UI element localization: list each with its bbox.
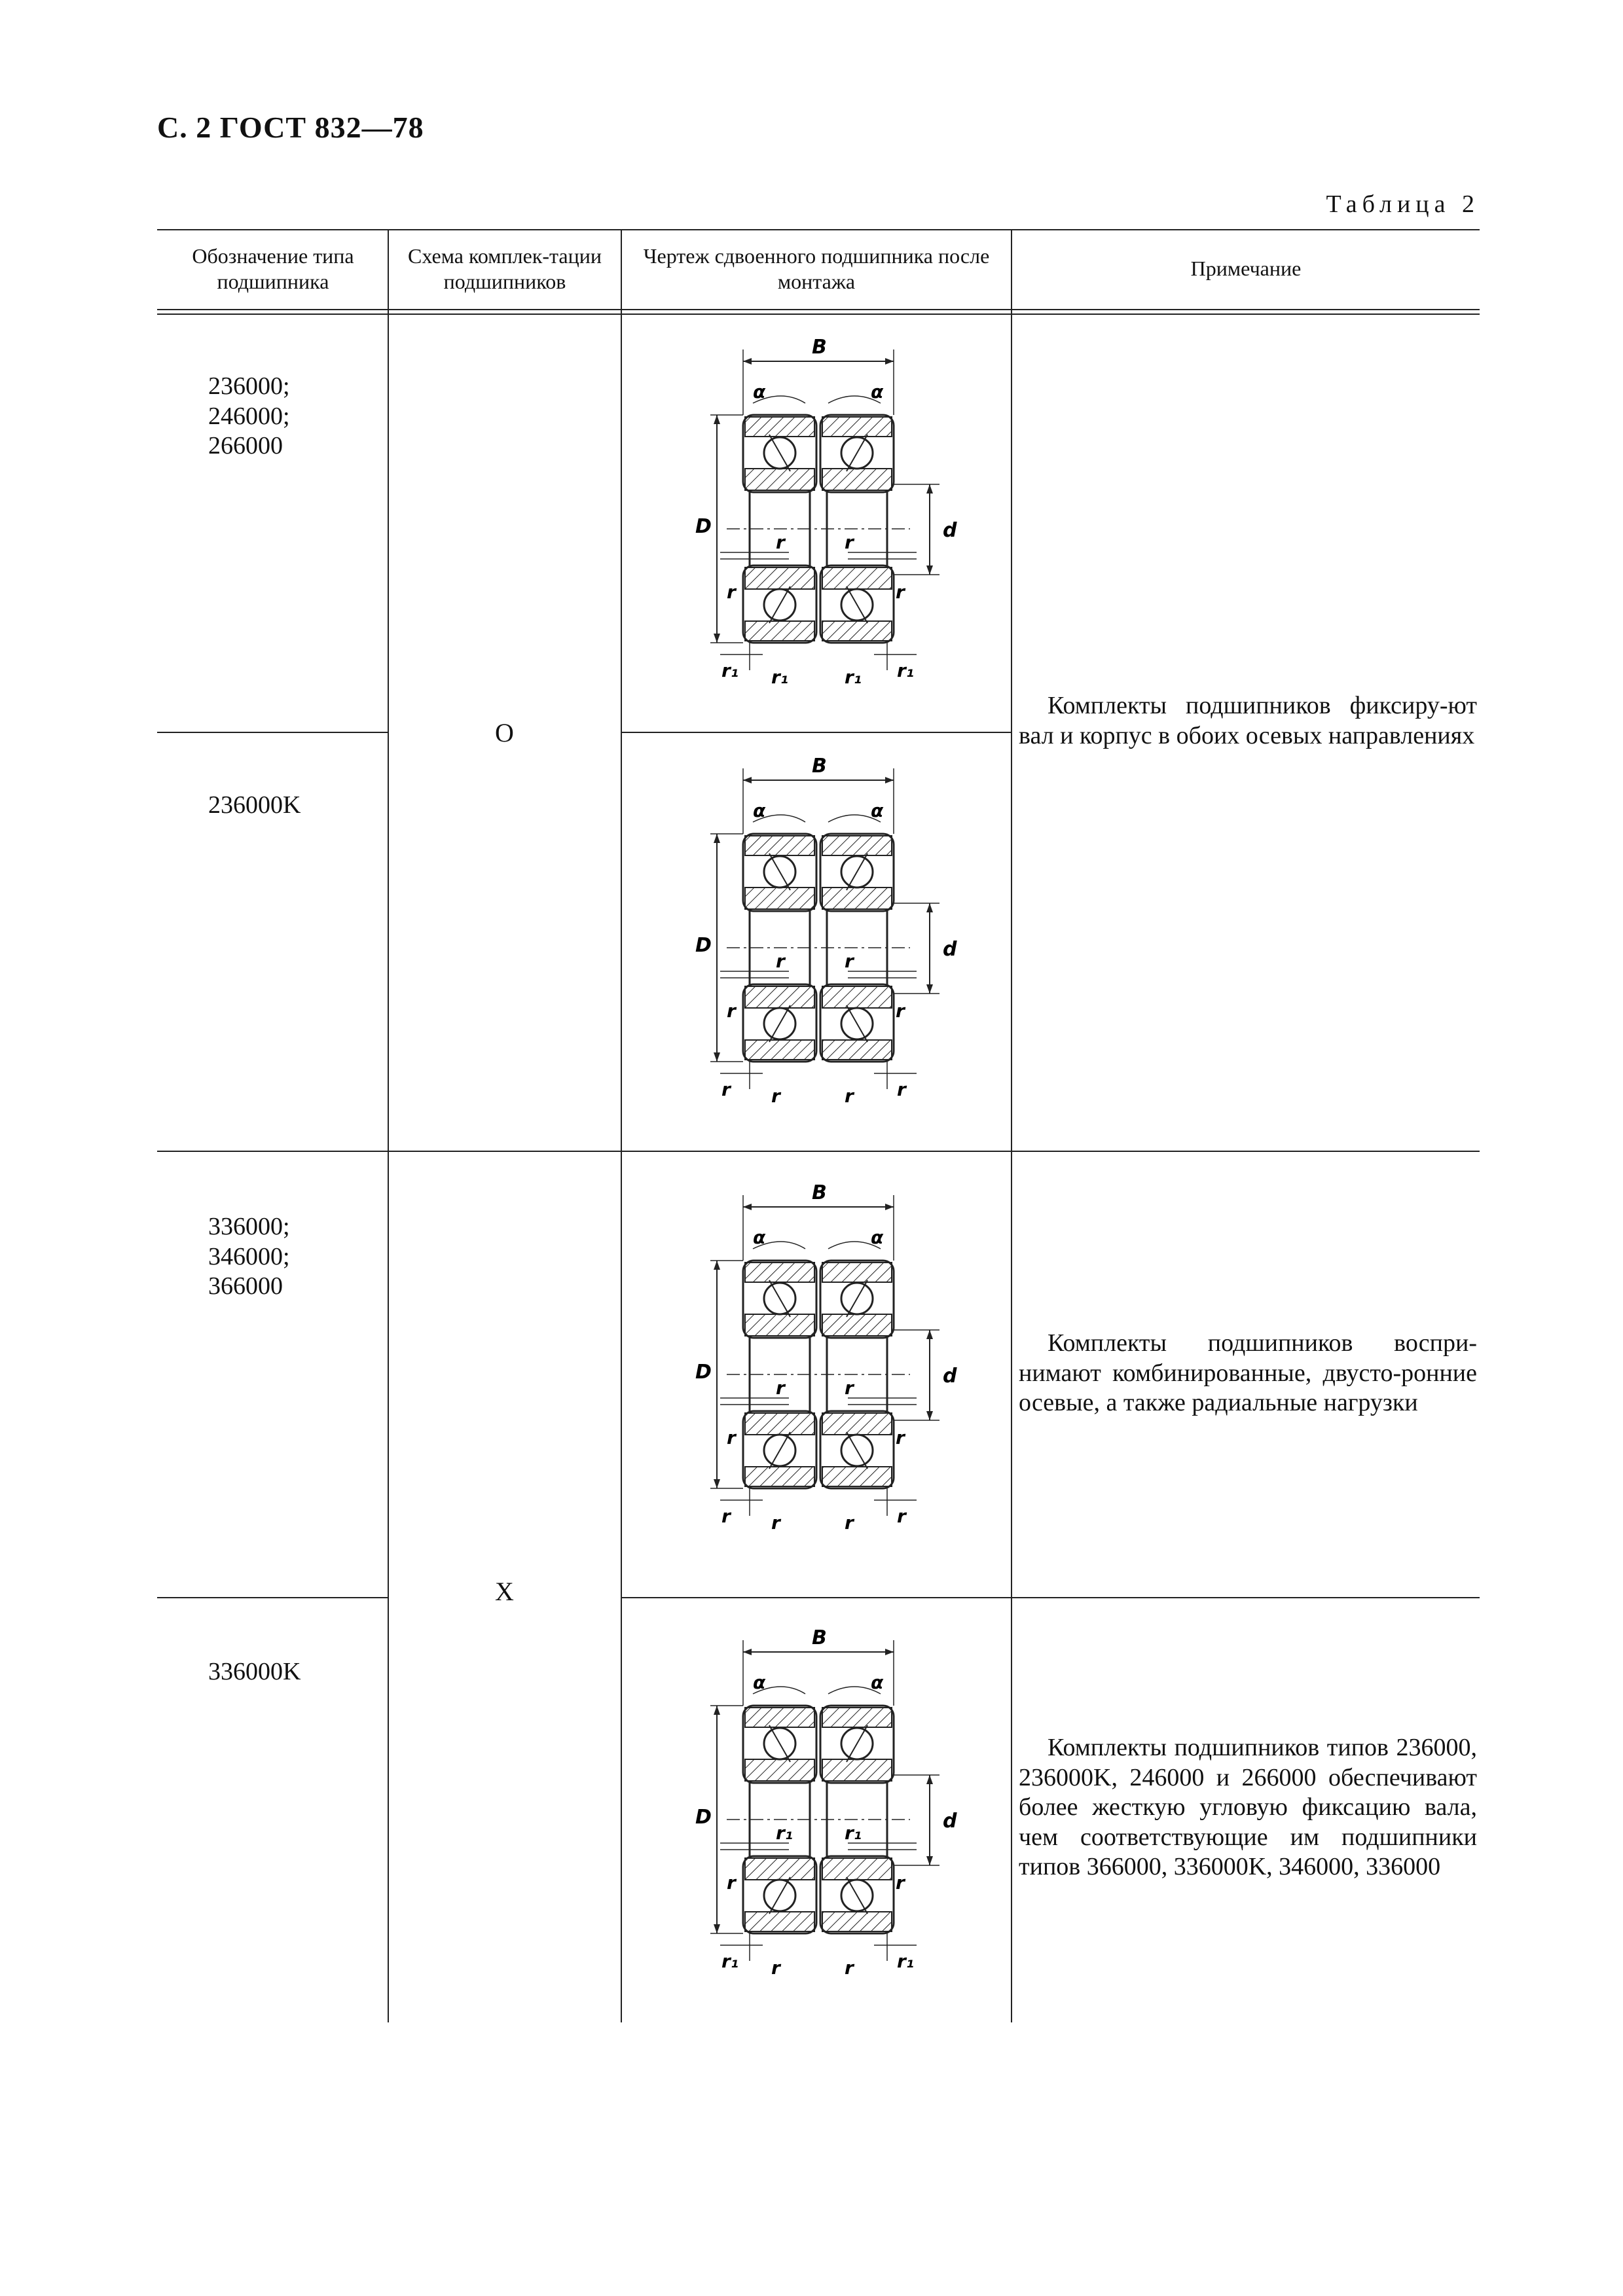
dim-r1-right: r (897, 1505, 907, 1527)
dim-r1-left: r₁ (721, 660, 739, 681)
dim-alpha-right: α (871, 1672, 884, 1693)
type-code: 236000; (208, 372, 290, 400)
dim-r1-left: r (721, 1505, 732, 1527)
dim-B: B (812, 336, 827, 359)
dim-B: B (812, 1626, 827, 1649)
dim-alpha-left: α (753, 1227, 766, 1248)
dim-r-outer-left: r (771, 1085, 782, 1107)
scheme-o: О (495, 718, 514, 747)
header-scheme: Схема комплек-тации подшипников (408, 243, 602, 293)
dim-r-right: r (896, 1872, 906, 1893)
dim-r1-right: r₁ (897, 1950, 914, 1972)
drawing-svg: B α α D d (695, 755, 957, 1107)
dim-D: D (695, 515, 712, 538)
dim-r1-right: r₁ (897, 660, 914, 681)
dim-r1-left: r₁ (721, 1950, 739, 1972)
dim-r-outer-right: r (845, 1512, 855, 1534)
row-4-codes: 336000K (208, 1657, 301, 1687)
dim-B: B (812, 755, 827, 778)
row-3-codes: 336000; 346000; 366000 (208, 1212, 290, 1302)
note-x: Комплекты подшипников воспри-нимают комб… (1019, 1329, 1477, 1417)
dim-alpha-left: α (753, 1672, 766, 1693)
drawing-svg: B α α D d (695, 1181, 957, 1534)
row-2-codes: 236000K (208, 791, 301, 821)
type-code: 246000; (208, 402, 290, 430)
bearing-drawing-236000: B α α D d (648, 330, 989, 696)
note-o: Комплекты подшипников фиксиру-ют вал и к… (1019, 692, 1477, 749)
dim-r-outer-right: r (845, 1085, 855, 1107)
dim-r-outer-right: r₁ (845, 666, 862, 688)
dim-r1-left: r (721, 1079, 732, 1100)
dim-r-inner-left: r (776, 1377, 786, 1399)
dim-alpha-right: α (871, 800, 884, 821)
dim-r1-right: r (897, 1079, 907, 1100)
dim-r-right: r (896, 1427, 906, 1448)
dim-r-left: r (727, 581, 737, 603)
dim-B: B (812, 1181, 827, 1204)
dim-r-left: r (727, 1427, 737, 1448)
dim-r-left: r (727, 1000, 737, 1022)
dim-d: d (943, 1365, 957, 1388)
type-code: 346000; (208, 1242, 290, 1270)
dim-alpha-left: α (753, 381, 766, 403)
drawing-svg: B α α D d (695, 1626, 957, 1979)
dim-r-outer-left: r₁ (771, 666, 788, 688)
bearing-drawing-236000K: B α α D d (648, 749, 989, 1115)
dim-r-inner-right: r (845, 950, 855, 972)
page-header: С. 2 ГОСТ 832—78 (157, 111, 424, 144)
bearing-drawing-336000: B α α D d (648, 1175, 989, 1542)
header-drawing: Чертеж сдвоенного подшипника после монта… (643, 243, 990, 293)
dim-D: D (695, 934, 712, 957)
dim-D: D (695, 1806, 712, 1829)
dim-r-outer-left: r (771, 1957, 782, 1979)
header-note: Примечание (1190, 257, 1302, 281)
type-code: 366000 (208, 1272, 283, 1300)
dim-r-inner-left: r₁ (776, 1822, 793, 1844)
dim-r-right: r (896, 1000, 906, 1022)
header-type: Обозначение типа подшипника (192, 243, 354, 293)
dim-r-outer-left: r (771, 1512, 782, 1534)
table-label: Таблица 2 (1326, 190, 1480, 218)
dim-r-outer-right: r (845, 1957, 855, 1979)
scheme-x: Х (495, 1577, 514, 1606)
type-code: 336000; (208, 1213, 290, 1240)
dim-D: D (695, 1361, 712, 1384)
row-1-codes: 236000; 246000; 266000 (208, 372, 290, 461)
drawing-svg: B α α D d (695, 336, 957, 688)
dim-r-inner-right: r (845, 531, 855, 553)
dim-r-left: r (727, 1872, 737, 1893)
dim-r-inner-right: r (845, 1377, 855, 1399)
dim-r-inner-left: r (776, 950, 786, 972)
dim-alpha-right: α (871, 1227, 884, 1248)
dim-r-right: r (896, 581, 906, 603)
type-code: 336000K (208, 1658, 301, 1685)
dim-alpha-right: α (871, 381, 884, 403)
type-code: 266000 (208, 432, 283, 460)
dim-r-inner-left: r (776, 531, 786, 553)
dim-d: d (943, 519, 957, 542)
note-rigidity: Комплекты подшипников типов 236000, 2360… (1019, 1734, 1477, 1881)
bearing-drawing-336000K: B α α D d (648, 1621, 989, 1987)
dim-alpha-left: α (753, 800, 766, 821)
dim-d: d (943, 1810, 957, 1833)
dim-d: d (943, 938, 957, 961)
dim-r-inner-right: r₁ (845, 1822, 862, 1844)
type-code: 236000K (208, 791, 301, 819)
